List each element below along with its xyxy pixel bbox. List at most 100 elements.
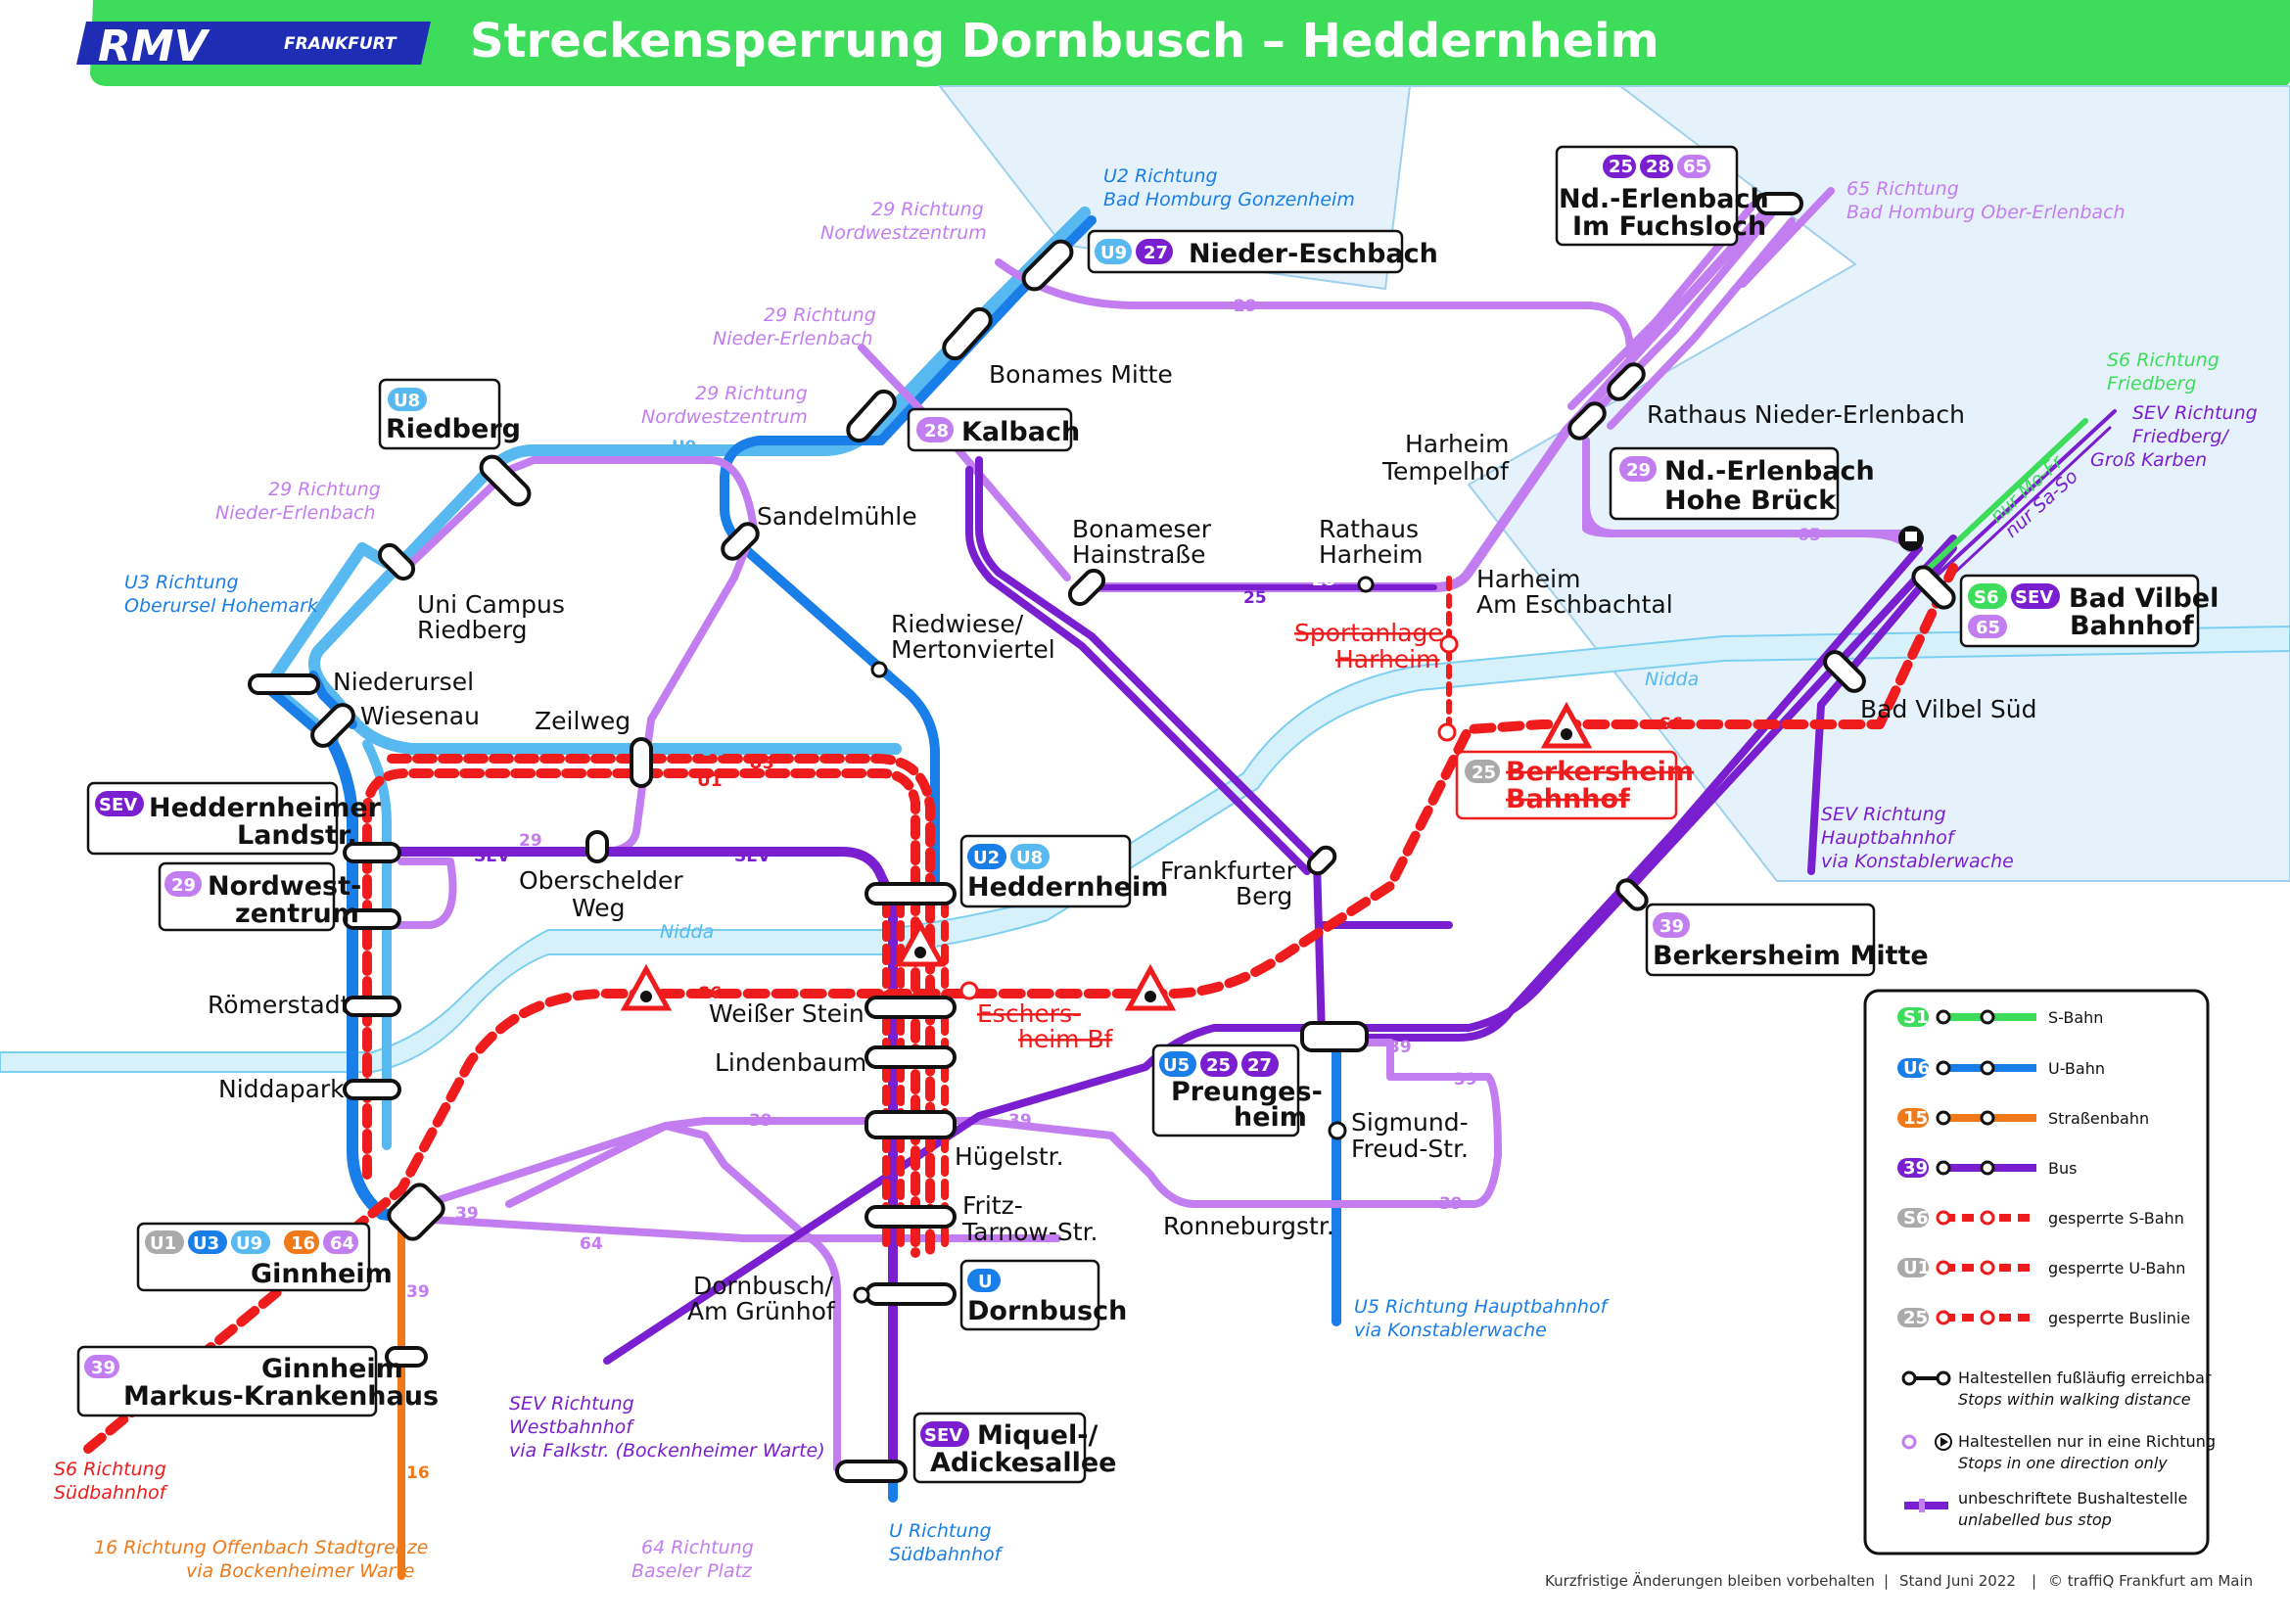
svg-text:Rathaus: Rathaus	[1319, 515, 1419, 543]
svg-text:27: 27	[1247, 1055, 1272, 1076]
svg-text:25: 25	[1903, 1308, 1928, 1328]
svg-text:U3: U3	[749, 754, 774, 773]
svg-text:SEV: SEV	[924, 1425, 962, 1446]
station-dornbusch: U Dornbusch	[959, 1259, 1127, 1331]
svg-text:SEV: SEV	[2015, 587, 2053, 608]
line-s6	[1916, 418, 2088, 580]
svg-text:Bahnhof: Bahnhof	[2070, 611, 2194, 641]
station-ginnheim: U1 U3 U9 16 64 Ginnheim	[136, 1222, 393, 1292]
station-boxes: U9 27 Nieder-Eschbach 25 28 65 Nd.-Erlen…	[76, 145, 2219, 1484]
svg-text:S6: S6	[1903, 1208, 1929, 1229]
svg-text:39: 39	[749, 1111, 772, 1131]
svg-text:Niederursel: Niederursel	[333, 668, 474, 696]
svg-text:|: |	[2032, 1572, 2036, 1590]
svg-text:29 Richtung: 29 Richtung	[764, 304, 876, 326]
svg-text:Frankfurter: Frankfurter	[1160, 857, 1297, 885]
svg-text:Groß Karben: Groß Karben	[2090, 449, 2207, 471]
svg-text:15: 15	[1903, 1108, 1928, 1129]
svg-text:Lindenbaum: Lindenbaum	[715, 1048, 866, 1077]
arrow-right-icon	[1940, 1437, 1948, 1447]
svg-text:Heddernheimer: Heddernheimer	[149, 793, 382, 823]
svg-text:Südbahnhof: Südbahnhof	[54, 1482, 169, 1504]
small-stops	[853, 576, 1459, 1304]
station-heddernheim: U2 U8 Heddernheim	[959, 834, 1168, 908]
svg-text:65: 65	[1798, 526, 1821, 545]
svg-text:Stops within walking distance: Stops within walking distance	[1958, 1390, 2191, 1409]
svg-text:SEV: SEV	[474, 847, 511, 866]
svg-text:Niddapark: Niddapark	[218, 1075, 345, 1103]
closed-u1-u3	[362, 768, 920, 1258]
svg-text:25: 25	[1206, 1055, 1231, 1076]
svg-text:Fritz-: Fritz-	[962, 1191, 1023, 1220]
river-nidda-label-2: Nidda	[660, 921, 714, 943]
station-kalbach: 28 Kalbach	[907, 407, 1080, 452]
line-u3	[327, 738, 422, 1225]
svg-text:Hauptbahnhof: Hauptbahnhof	[1821, 827, 1957, 849]
svg-text:U8: U8	[394, 391, 420, 411]
interchanges	[248, 192, 1956, 1483]
svg-text:U2: U2	[973, 848, 1000, 868]
svg-text:Riedwiese/: Riedwiese/	[891, 610, 1024, 638]
line-bus-25-27-28	[975, 456, 1326, 1042]
svg-text:Oberursel Hohemark: Oberursel Hohemark	[124, 595, 319, 617]
svg-text:39: 39	[455, 1204, 479, 1224]
svg-text:Bad Homburg Gonzenheim: Bad Homburg Gonzenheim	[1103, 189, 1355, 210]
svg-text:39: 39	[1439, 1194, 1463, 1214]
svg-text:Tarnow-Str.: Tarnow-Str.	[961, 1218, 1098, 1246]
svg-text:via Konstablerwache: via Konstablerwache	[1821, 851, 2014, 872]
svg-text:Bad Vilbel Süd: Bad Vilbel Süd	[1860, 695, 2036, 723]
svg-text:Wiesenau: Wiesenau	[360, 702, 480, 730]
svg-text:Nieder-Erlenbach: Nieder-Erlenbach	[215, 502, 376, 524]
page-title: Streckensperrung Dornbusch – Heddernheim	[470, 14, 1659, 69]
svg-text:Mertonviertel: Mertonviertel	[891, 635, 1055, 664]
legend-item-closed-ubahn: U1 gesperrte U-Bahn	[1897, 1258, 2185, 1278]
svg-text:Freud-Str.: Freud-Str.	[1351, 1135, 1469, 1163]
svg-text:Straßenbahn: Straßenbahn	[2048, 1109, 2149, 1128]
svg-text:S6 Richtung: S6 Richtung	[54, 1459, 166, 1480]
svg-text:39: 39	[1388, 1038, 1412, 1057]
svg-text:28: 28	[1312, 571, 1335, 590]
svg-text:29: 29	[171, 875, 196, 896]
svg-text:25: 25	[1472, 763, 1496, 783]
svg-text:Rathaus Nieder-Erlenbach: Rathaus Nieder-Erlenbach	[1647, 400, 1965, 429]
station-berkersheim-bahnhof-closed: 25 Berkersheim Bahnhof	[1455, 750, 1694, 820]
svg-text:29 Richtung: 29 Richtung	[268, 479, 381, 500]
svg-text:Harheim: Harheim	[1335, 645, 1439, 673]
svg-text:Miquel-/: Miquel-/	[977, 1420, 1098, 1451]
svg-text:16: 16	[406, 1463, 430, 1483]
svg-text:Stand Juni 2022: Stand Juni 2022	[1899, 1572, 2016, 1590]
svg-text:S6: S6	[698, 984, 722, 1003]
svg-text:Nordwest-: Nordwest-	[208, 871, 361, 902]
station-berkersheim-mitte: 39 Berkersheim Mitte	[1645, 903, 1929, 977]
svg-text:Tempelhof: Tempelhof	[1381, 457, 1510, 486]
station-riedberg: U8 Riedberg	[378, 378, 521, 450]
svg-text:Am Eschbachtal: Am Eschbachtal	[1476, 590, 1673, 619]
station-nd-erlenbach-hohe-brueck: 29 Nd.-Erlenbach Hohe Brück	[1609, 446, 1875, 521]
svg-text:Landstr.: Landstr.	[237, 820, 357, 851]
svg-text:16: 16	[291, 1233, 315, 1254]
svg-text:Ginnheim: Ginnheim	[261, 1354, 403, 1384]
legend: S1 S-Bahn U6 U-Bahn 15 Straßenbahn 39 Bu…	[1863, 989, 2216, 1555]
svg-text:39: 39	[406, 1282, 430, 1302]
svg-text:unbeschriftete Bushaltestelle: unbeschriftete Bushaltestelle	[1958, 1489, 2187, 1508]
svg-text:65: 65	[1976, 618, 2000, 638]
svg-text:Bahnhof: Bahnhof	[1506, 784, 1630, 814]
closed-s6	[83, 563, 1958, 1454]
svg-text:Dornbusch: Dornbusch	[967, 1296, 1127, 1326]
svg-text:Bus: Bus	[2048, 1159, 2077, 1178]
svg-text:gesperrte Buslinie: gesperrte Buslinie	[2048, 1309, 2190, 1327]
legend-item-tram: 15 Straßenbahn	[1897, 1108, 2149, 1129]
svg-text:28: 28	[924, 421, 949, 441]
header-bar: RMV FRANKFURT Streckensperrung Dornbusch…	[76, 0, 2290, 86]
svg-text:Nd.-Erlenbach: Nd.-Erlenbach	[1559, 184, 1769, 214]
logo-subtext: FRANKFURT	[284, 34, 397, 54]
construction-signs	[620, 526, 1924, 1011]
svg-text:U6: U6	[1903, 1058, 1930, 1079]
svg-text:Nordwestzentrum: Nordwestzentrum	[641, 406, 808, 428]
svg-text:S6: S6	[1974, 587, 1999, 608]
svg-text:64: 64	[330, 1233, 354, 1254]
svg-text:Uni Campus: Uni Campus	[417, 590, 565, 619]
svg-text:Hainstraße: Hainstraße	[1072, 540, 1205, 569]
svg-text:Ronneburgstr.: Ronneburgstr.	[1163, 1212, 1334, 1240]
